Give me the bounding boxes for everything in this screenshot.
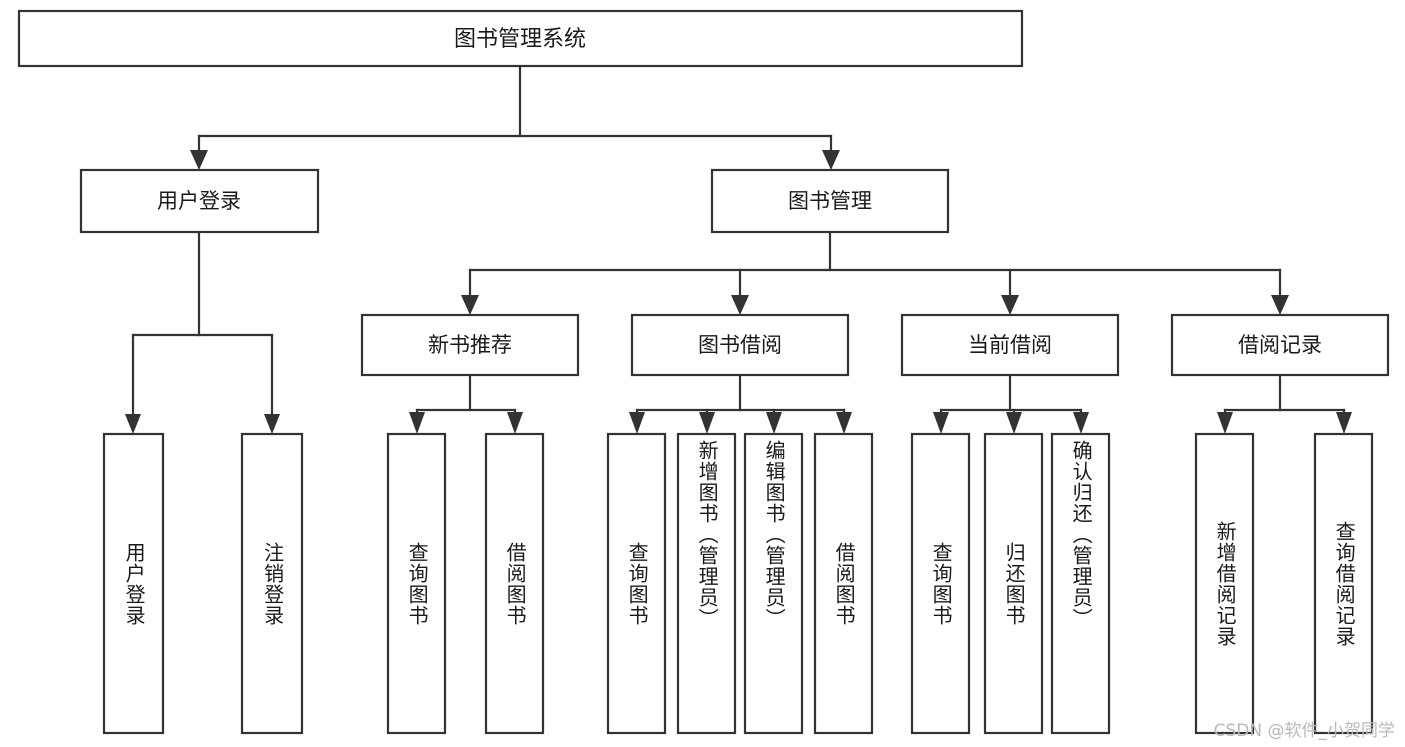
node-borrow-record-label: 借阅记录 — [1238, 333, 1322, 357]
node-layer: 图书管理系统 用户登录 图书管理 新书推荐 图书借阅 当前 — [17, 9, 1390, 735]
node-leaf-add-book-rect[interactable] — [676, 432, 737, 735]
node-leaf-edit-book-rect[interactable] — [743, 432, 804, 735]
node-user-login-rect[interactable] — [79, 168, 320, 234]
node-current-borrow-rect[interactable] — [900, 313, 1120, 377]
arrow-head-leaf-borrow-book-1 — [507, 412, 523, 434]
node-borrow-record-rect[interactable] — [1170, 313, 1390, 377]
arrow-head-leaf-query-book-1 — [409, 412, 425, 434]
node-book-management[interactable]: 图书管理 — [710, 168, 950, 234]
arrow-head-leaf-logout — [264, 414, 280, 434]
node-book-borrow[interactable]: 图书借阅 — [630, 313, 850, 377]
node-leaf-query-book-3-rect[interactable] — [910, 432, 971, 735]
node-current-borrow-label: 当前借阅 — [968, 333, 1052, 357]
arrow-head-book-borrow — [731, 295, 749, 315]
node-user-login-label: 用户登录 — [157, 189, 241, 213]
node-leaf-add-record-rect[interactable] — [1194, 432, 1255, 735]
node-book-management-label: 图书管理 — [788, 189, 872, 213]
arrow-head-leaf-confirm-return — [1073, 412, 1089, 434]
csdn-watermark: CSDN @软件_小贺同学 — [1213, 721, 1395, 741]
arrow-head-book-management — [822, 150, 840, 170]
node-root-rect[interactable] — [17, 9, 1024, 68]
node-current-borrow[interactable]: 当前借阅 — [900, 313, 1120, 377]
arrow-head-new-book-recommend — [461, 295, 479, 315]
arrow-head-user-login — [190, 150, 208, 170]
arrow-head-leaf-edit-book — [766, 412, 782, 434]
node-root[interactable]: 图书管理系统 — [17, 9, 1024, 68]
arrow-head-leaf-borrow-book-2 — [836, 412, 852, 434]
node-leaf-return-book-rect[interactable] — [983, 432, 1044, 735]
node-user-login[interactable]: 用户登录 — [79, 168, 320, 234]
arrow-head-current-borrow — [1001, 295, 1019, 315]
node-book-borrow-label: 图书借阅 — [698, 333, 782, 357]
arrow-head-leaf-query-book-3 — [933, 412, 949, 434]
node-leaf-query-record-rect[interactable] — [1313, 432, 1374, 735]
node-new-book-recommend[interactable]: 新书推荐 — [360, 313, 580, 377]
connector-layer — [125, 64, 1352, 434]
arrow-head-leaf-user-login — [125, 414, 141, 434]
node-book-borrow-rect[interactable] — [630, 313, 850, 377]
node-book-management-rect[interactable] — [710, 168, 950, 234]
node-leaf-confirm-return-rect[interactable] — [1050, 432, 1111, 735]
arrow-head-borrow-record — [1271, 295, 1289, 315]
node-new-book-recommend-label: 新书推荐 — [428, 333, 512, 357]
node-new-book-recommend-rect[interactable] — [360, 313, 580, 377]
arrow-head-leaf-add-record — [1217, 412, 1233, 434]
node-leaf-user-login-rect[interactable] — [102, 432, 165, 735]
node-borrow-record[interactable]: 借阅记录 — [1170, 313, 1390, 377]
node-leaf-logout-rect[interactable] — [240, 432, 304, 735]
node-leaf-query-book-1-rect[interactable] — [386, 432, 447, 735]
node-leaf-borrow-book-2-rect[interactable] — [813, 432, 874, 735]
arrow-head-leaf-add-book — [699, 412, 715, 434]
node-root-label: 图书管理系统 — [454, 27, 586, 52]
node-leaf-borrow-book-1-rect[interactable] — [484, 432, 545, 735]
arrow-head-leaf-query-book-2 — [629, 412, 645, 434]
arrow-head-leaf-return-book — [1006, 412, 1022, 434]
node-leaf-query-book-2-rect[interactable] — [606, 432, 667, 735]
arrow-head-leaf-query-record — [1336, 412, 1352, 434]
